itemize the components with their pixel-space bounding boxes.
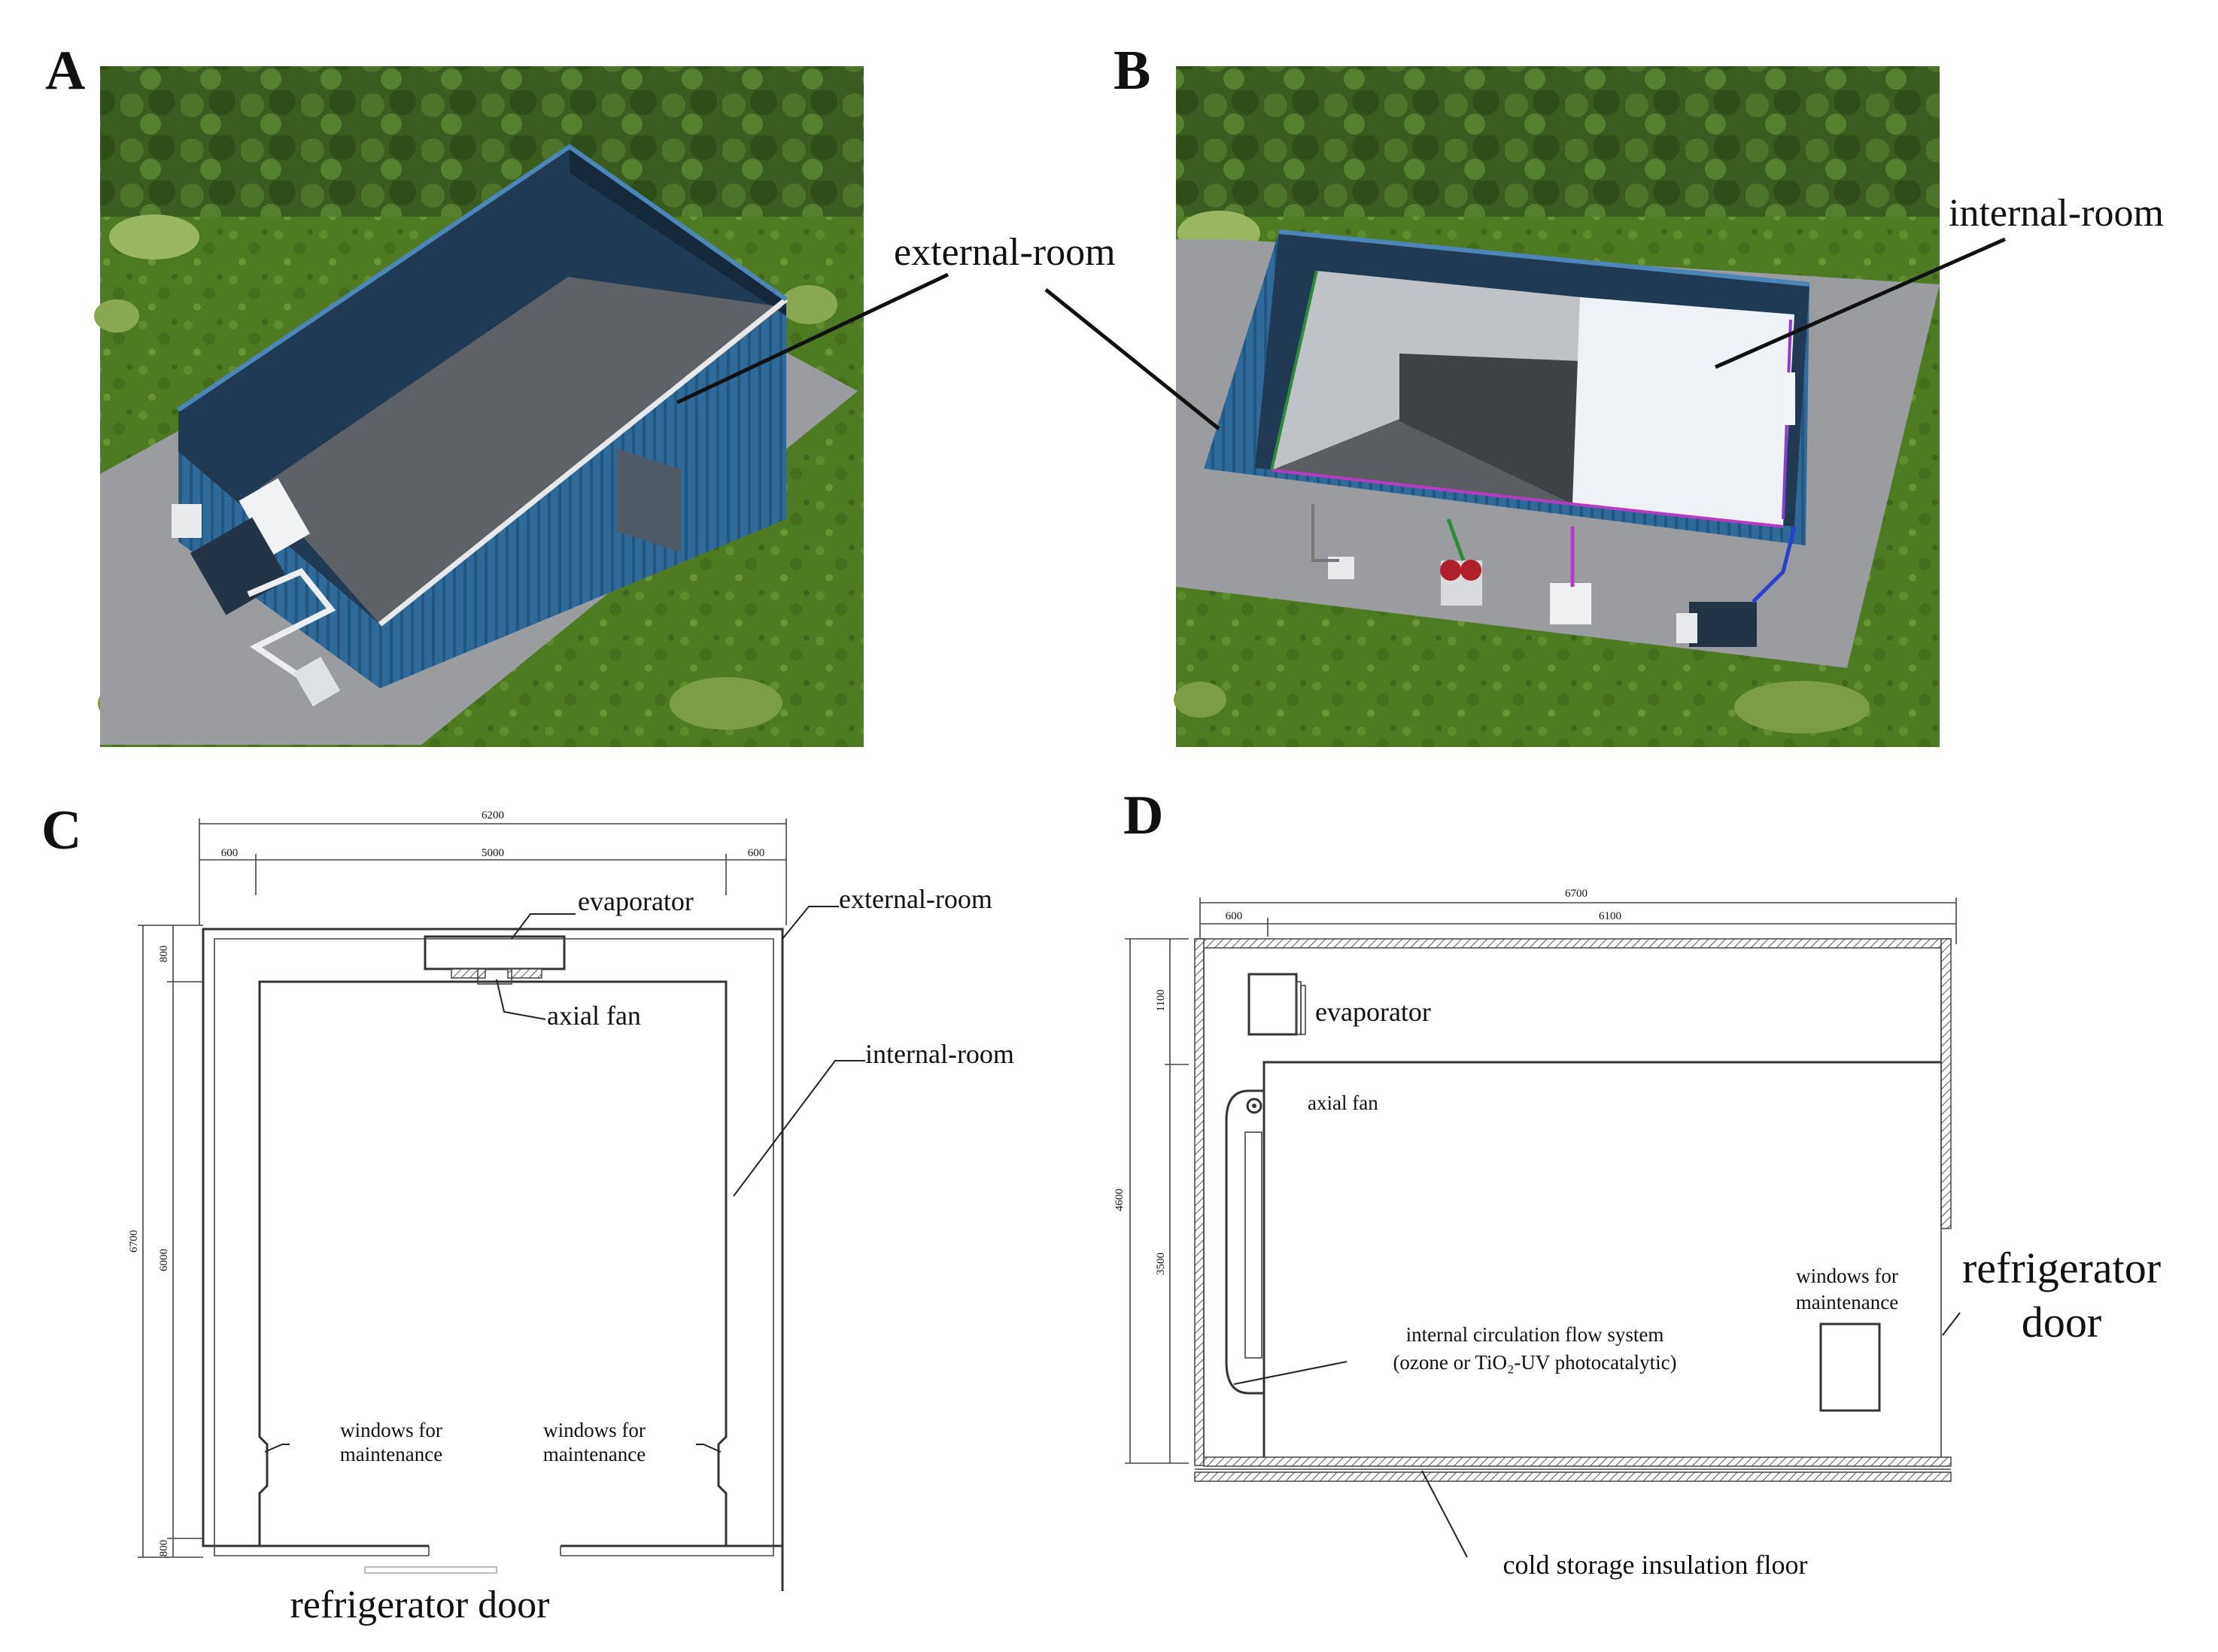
windows-right-line1: windows for: [543, 1419, 646, 1441]
external-room-outline: [202, 928, 784, 1591]
dim-top-margin: 800: [158, 946, 170, 963]
circulation-line1: internal circulation flow system: [1406, 1323, 1664, 1346]
tree-line: [1176, 66, 1940, 217]
container-rim: [378, 297, 788, 627]
dim-overall-length: 6700: [1565, 888, 1588, 900]
duct-green: [1270, 270, 1318, 471]
windows-line1-d: windows for: [1796, 1265, 1898, 1287]
circulation-duct: [1225, 1089, 1265, 1395]
external-room-leader: [676, 272, 949, 405]
dim-top-section: 1100: [1155, 989, 1167, 1011]
container-floor: [260, 277, 782, 624]
dim-left-margin-d: 600: [1226, 910, 1243, 922]
dim-bottom-margin: 800: [158, 1540, 170, 1557]
bush: [670, 677, 782, 730]
axial-fan-label-c: axial fan: [547, 1001, 641, 1031]
evaporator-box-c: [424, 935, 566, 970]
dim-inner-length: 6100: [1599, 910, 1621, 922]
evaporator-box-d: [1247, 973, 1298, 1036]
floor-label: cold storage insulation floor: [1503, 1550, 1808, 1580]
panel-a-letter: A: [45, 40, 85, 102]
dim-overall-height: 4600: [1114, 1189, 1126, 1211]
circulation-line2: (ozone or TiO₂-UV photocatalytic): [1393, 1351, 1676, 1374]
door-threshold: [364, 1566, 497, 1574]
internal-room-leader: [1714, 237, 2007, 369]
panel-b: B: [1044, 40, 2164, 747]
dim-inner-width: 5000: [482, 847, 504, 859]
internal-room-outline: [258, 980, 728, 1546]
panel-a-render: [94, 66, 864, 747]
evaporator-unit: [1785, 372, 1795, 425]
internal-room-white: [1572, 297, 1794, 527]
panel-b-letter: B: [1114, 40, 1150, 102]
panel-a: A external-room: [45, 40, 1116, 747]
windows-left-line2: maintenance: [340, 1443, 442, 1465]
refrigerator-door-line1-d: refrigerator: [1962, 1244, 2161, 1292]
evaporator-label-c: evaporator: [578, 886, 694, 916]
dim-left-margin: 600: [221, 847, 239, 859]
refrigerator-door-line2-d: door: [2022, 1298, 2101, 1347]
refrigerator-door-label-c: refrigerator door: [290, 1584, 549, 1626]
control-box: [172, 504, 202, 538]
panel-d: D 6700 600 6100 4600 1100 3500: [1114, 785, 2161, 1580]
evaporator-unit: [239, 478, 310, 557]
axial-fan-label-d: axial fan: [1308, 1092, 1378, 1114]
outdoor-unit: [293, 656, 341, 707]
condensing-unit: [1689, 602, 1757, 647]
windows-right-line2: maintenance: [543, 1443, 646, 1465]
maintenance-window-d: [1819, 1323, 1881, 1412]
panel-c: C 6200 600 5000 600 6700 800 6000 800: [41, 800, 1014, 1626]
axial-fan-left: [451, 968, 486, 979]
internal-room-section: [1262, 1061, 1941, 1459]
dim-overall-width: 6200: [482, 809, 504, 821]
internal-room-label: internal-room: [1949, 192, 2164, 235]
uv-unit: [1550, 583, 1591, 624]
external-room-leader-b: [1044, 288, 1220, 430]
dim-right-margin: 600: [748, 847, 765, 859]
panel-c-letter: C: [41, 800, 81, 861]
piping: [247, 568, 336, 680]
dim-overall-depth: 6700: [128, 1230, 140, 1253]
bush: [780, 285, 837, 324]
evaporator-label-d: evaporator: [1315, 997, 1431, 1027]
tree-line: [100, 66, 864, 217]
internal-room-label-c: internal-room: [865, 1039, 1014, 1069]
windows-left-line1: windows for: [340, 1419, 442, 1441]
panel-b-render: [1174, 66, 1940, 747]
bush: [1734, 681, 1870, 733]
axial-fan-right: [507, 968, 542, 979]
dim-inner-depth: 6000: [158, 1249, 170, 1271]
bush: [109, 214, 199, 260]
panel-d-letter: D: [1123, 785, 1163, 846]
bush: [94, 299, 139, 333]
windows-line2-d: maintenance: [1796, 1291, 1898, 1313]
duct-purple: [1271, 469, 1784, 528]
external-room-label-c: external-room: [839, 884, 992, 914]
insulation-floor: [1194, 1456, 1952, 1482]
axial-fan-d: [1246, 1098, 1262, 1114]
wall-window: [617, 448, 681, 553]
external-room-section: [1194, 938, 1952, 1466]
external-room-label: external-room: [894, 231, 1116, 274]
dim-main-section: 3500: [1155, 1253, 1167, 1275]
bush: [1174, 682, 1226, 718]
